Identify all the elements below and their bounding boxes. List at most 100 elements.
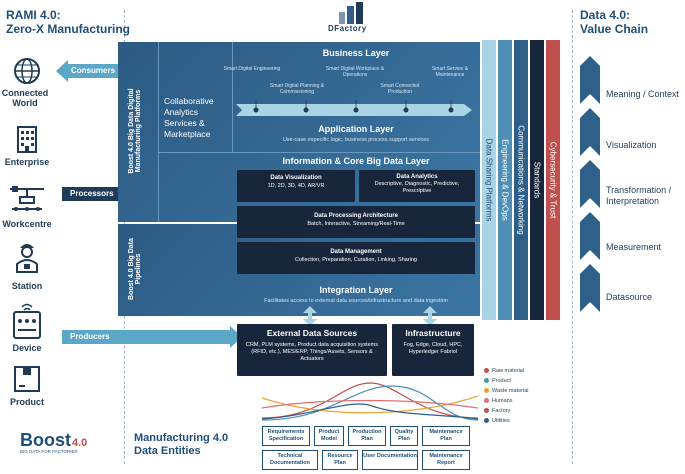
ext-arrow [303, 306, 317, 326]
value-chain-chevrons [580, 56, 600, 312]
collab-label: Collaborative Analytics Services & Marke… [164, 96, 214, 139]
consumers-label: Consumers [71, 66, 116, 75]
milestone-2: Smart Digital Planning & Commissioning [269, 83, 325, 95]
legend-dot-icon [484, 418, 489, 423]
inner-divider [158, 42, 159, 222]
external-data-sources-box: External Data Sources CRM, PLM systems, … [237, 324, 387, 376]
legend-dot-icon [484, 378, 489, 383]
entity-resource-plan: Resource Plan [322, 450, 358, 470]
legend-utilities: Utilities [484, 418, 510, 424]
infrastructure-title: Infrastructure [405, 328, 461, 338]
legend-dot-icon [484, 398, 489, 403]
worker-icon [16, 244, 38, 273]
entity-production-plan: Production Plan [348, 426, 386, 446]
legend-dot-icon [484, 368, 489, 373]
application-layer-sub: Use-case especific logic, business proce… [282, 137, 430, 143]
entity-user-doc: User Documentation [362, 450, 418, 470]
data-analytics-title: Data Analytics [396, 174, 438, 180]
data40-title: Data 4.0: Value Chain [580, 8, 649, 36]
legend-waste: Waste material [484, 388, 528, 394]
mfg-data-entities-title: Manufacturing 4.0 Data Entities [134, 432, 229, 457]
entity-quality-plan: Quality Plan [390, 426, 418, 446]
data-management-sub: Collection, Preparation, Curation, Linki… [295, 257, 417, 263]
entity-technical-doc: Technical Documentation [262, 450, 318, 470]
vbar-cybersecurity: Cybersecurity & Trust [546, 40, 560, 320]
level-enterprise: Enterprise [4, 157, 50, 167]
dfactory-brand: DFactory [328, 24, 367, 33]
data-analytics-sub: Descriptive, Diagnostic, Predictive, Pre… [374, 181, 460, 194]
rami-title: RAMI 4.0: Zero-X Manufacturing [6, 8, 131, 36]
globe-icon [14, 58, 40, 84]
collab-divider [232, 42, 233, 152]
boost-logo-text: Boost [20, 430, 71, 450]
pipelines-label: Boost 4.0 Big Data Pipelines [128, 238, 142, 300]
vc-datasource: Datasource [606, 292, 653, 302]
info-layer-title: Information & Core Big Data Layer [282, 156, 430, 166]
boost-logo-tagline: BIG DATA FOR FACTORIES [20, 449, 78, 454]
milestone-3: Smart Digital Workplace & Operations [325, 66, 385, 78]
data-processing-box: Data Processing Architecture Batch, Inte… [237, 206, 475, 238]
external-data-sources-title: External Data Sources [266, 328, 358, 338]
data-analytics-box: Data Analytics Descriptive, Diagnostic, … [359, 170, 475, 202]
legend-humans: Humans [484, 398, 512, 404]
producers-arrow: Producers [62, 330, 230, 344]
external-data-sources-sub: CRM, PLM systems, Product data acquisiti… [245, 342, 379, 362]
data-processing-title: Data Processing Architecture [314, 213, 398, 219]
dfactory-logo-icon [339, 2, 363, 24]
data-processing-sub: Batch, Interactive, Streaming/Real-Time [307, 221, 405, 227]
data-management-box: Data Management Collection, Preparation,… [237, 242, 475, 274]
vc-visualization: Visualization [606, 140, 657, 150]
legend-product: Product [484, 378, 511, 384]
business-layer-title: Business Layer [322, 48, 390, 58]
legend-raw-material: Raw material [484, 368, 524, 374]
vc-transformation: Transformation / Interpretation [606, 185, 672, 206]
building-icon [17, 126, 37, 153]
data-visualization-sub: 1D, 2D, 3D, 4D, AR/VR [267, 183, 325, 189]
vbar-standards: Standards [530, 40, 544, 320]
legend-dot-icon [484, 388, 489, 393]
vc-meaning: Meaning / Context [606, 89, 680, 99]
producers-label: Producers [70, 332, 110, 341]
milestone-5: Smart Service & Maintenance [431, 66, 469, 78]
legend-dot-icon [484, 408, 489, 413]
milestone-4: Smart Connected Production [380, 83, 420, 95]
infrastructure-box: Infrastructure Fog, Edge, Cloud, HPC, Hy… [392, 324, 474, 376]
level-station: Station [11, 281, 43, 291]
processors-label: Processors [70, 189, 114, 198]
entity-maintenance-report: Maintenance Report [422, 450, 470, 470]
box-icon [14, 366, 40, 392]
lifecycle-curves [262, 382, 478, 421]
milestone-timeline [236, 100, 472, 116]
integration-layer-sub: Facilitates access to external data sour… [264, 298, 448, 304]
infrastructure-sub: Fog, Edge, Cloud, HPC, Hyperledger Fabri… [403, 342, 463, 355]
consumers-arrow: Consumers [66, 64, 118, 78]
device-icon [13, 303, 41, 339]
level-product: Product [9, 397, 44, 407]
entity-requirements: Requirements Specification [262, 426, 310, 446]
boost-logo-suffix: 4.0 [72, 437, 88, 449]
boost-logo: Boost4.0 BIG DATA FOR FACTORIES [20, 430, 87, 454]
platform-label: Boost 4.0 Big Data Digital Manufacturing… [128, 88, 142, 174]
data-management-title: Data Management [330, 249, 382, 255]
producers-arrowhead [230, 326, 242, 348]
integration-layer-title: Integration Layer [319, 285, 393, 295]
level-connected-world: Connected World [1, 88, 49, 108]
data-visualization-box: Data Visualization 1D, 2D, 3D, 4D, AR/VR [237, 170, 355, 202]
right-divider [572, 10, 573, 464]
infra-arrow [423, 306, 437, 326]
entity-product-model: Product Model [314, 426, 344, 446]
vc-measurement: Measurement [606, 242, 662, 252]
workcentre-icon [10, 186, 44, 211]
milestone-1: Smart Digital Engineering [223, 66, 281, 72]
entity-maintenance-plan: Maintenance Plan [422, 426, 470, 446]
vbar-engineering: Engineering & DevOps [498, 40, 512, 320]
data-visualization-title: Data Visualization [270, 175, 322, 181]
vbar-data-sharing: Data Sharing Platforms [482, 40, 496, 320]
application-layer-title: Application Layer [318, 124, 394, 134]
info-layer-band [158, 152, 480, 153]
level-workcentre: Workcentre [2, 219, 52, 229]
level-device: Device [12, 343, 42, 353]
consumers-arrowhead [56, 60, 68, 82]
legend-factory: Factory [484, 408, 510, 414]
vbar-communications: Communications & Networking [514, 40, 528, 320]
